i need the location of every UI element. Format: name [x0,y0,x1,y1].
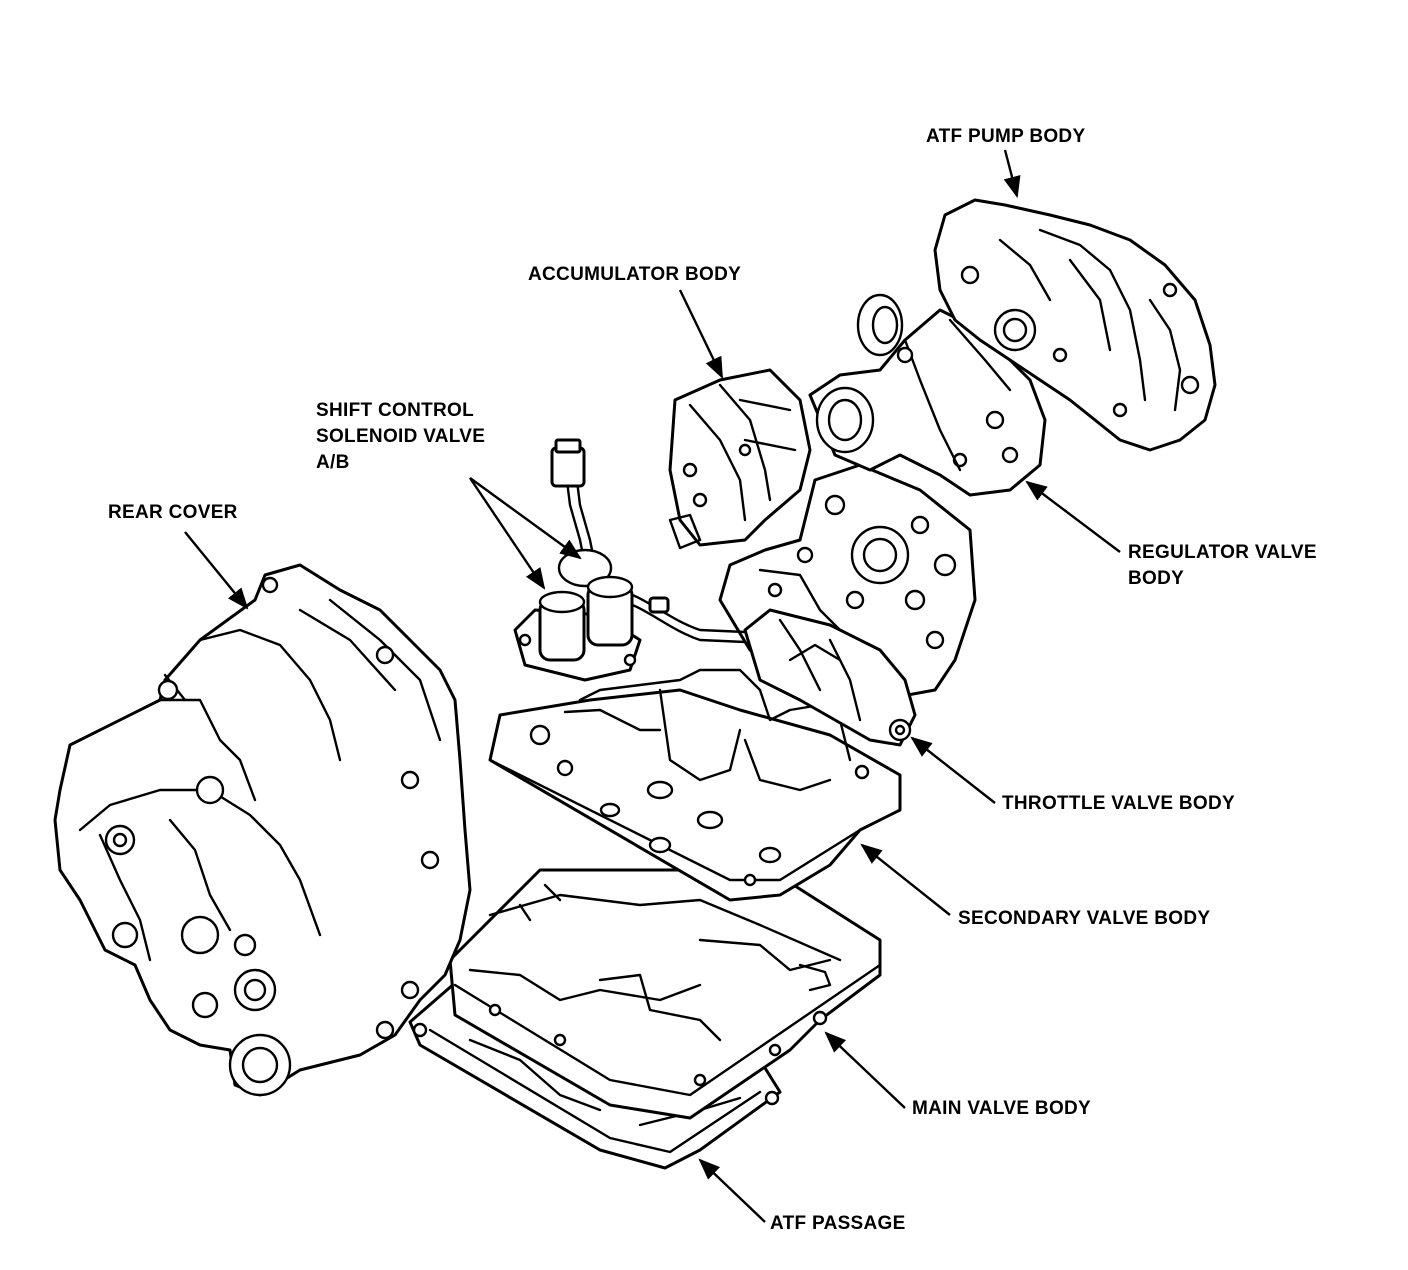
label-shift-control-line3: A/B [316,452,350,473]
label-secondary-valve-body: SECONDARY VALVE BODY [958,908,1211,929]
label-throttle-valve-body: THROTTLE VALVE BODY [1002,793,1235,814]
atf-pump-body [933,198,1217,452]
label-shift-control-solenoid: SHIFT CONTROL SOLENOID VALVE A/B [316,398,485,476]
accumulator-body [668,368,812,550]
label-main-valve-body: MAIN VALVE BODY [912,1098,1092,1119]
label-regulator-valve-line2: BODY [1128,568,1185,589]
label-atf-pump-body: ATF PUMP BODY [926,126,1086,147]
label-shift-control-line2: SOLENOID VALVE [316,426,486,447]
label-regulator-valve-line1: REGULATOR VALVE [1128,542,1317,563]
label-accumulator-body: ACCUMULATOR BODY [528,264,742,285]
label-rear-cover: REAR COVER [108,502,238,523]
throttle-valve-body [743,608,917,747]
leader-lines [184,149,1121,1223]
rear-cover [53,563,472,1097]
label-regulator-valve-body: REGULATOR VALVE BODY [1128,540,1317,592]
label-atf-passage: ATF PASSAGE [770,1213,906,1234]
shift-control-solenoid-valve [513,438,747,682]
label-shift-control-line1: SHIFT CONTROL [316,400,474,421]
